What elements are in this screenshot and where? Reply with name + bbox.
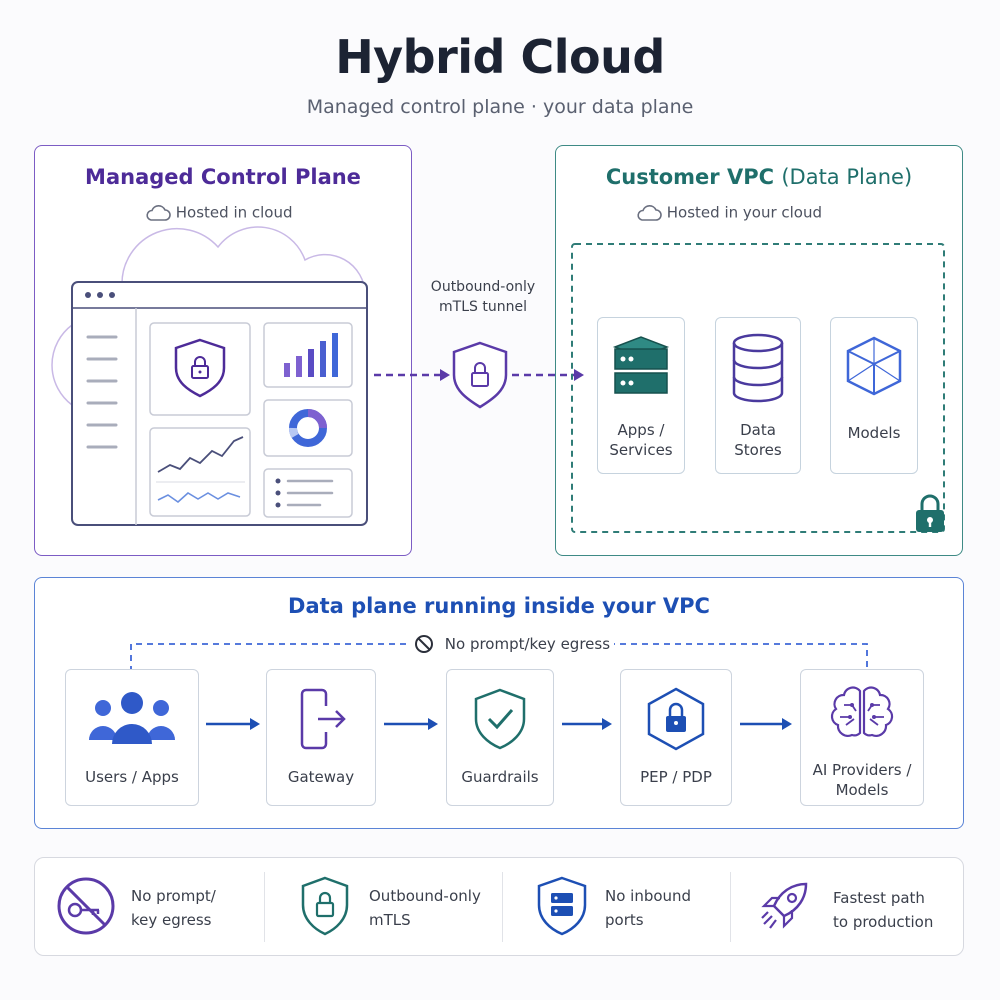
shield-lock-icon xyxy=(301,876,349,936)
feature-mtls-label: Outbound-only mTLS xyxy=(369,887,481,929)
models-label: Models xyxy=(847,424,901,442)
tunnel-label-line2: mTLS tunnel xyxy=(439,299,527,315)
users-icon xyxy=(89,692,175,744)
shield-check-icon xyxy=(474,688,526,750)
ai-providers-label: AI Providers / Models xyxy=(812,761,912,799)
tunnel-label: Outbound-only mTLS tunnel xyxy=(418,277,548,317)
donut-chart-icon xyxy=(289,409,327,447)
ai-providers-card xyxy=(800,669,924,806)
users-apps-label: Users / Apps xyxy=(85,768,179,786)
mtls-tunnel-connector xyxy=(374,341,584,409)
rocket-icon xyxy=(761,882,808,929)
gateway-card xyxy=(266,669,376,806)
egress-note: No prompt/key egress xyxy=(410,634,615,654)
cloud-icon xyxy=(146,204,171,221)
feature-divider xyxy=(730,872,731,942)
bar-chart-icon xyxy=(284,333,338,377)
tunnel-label-line1: Outbound-only xyxy=(430,279,536,295)
vpc-boundary xyxy=(571,243,945,533)
feature-no-inbound-label: No inbound ports xyxy=(605,887,692,929)
apps-services-label: Apps / Services xyxy=(609,421,673,459)
customer-vpc-hosted: Hosted in your cloud xyxy=(636,203,822,222)
control-plane-hosted-label: Hosted in cloud xyxy=(175,203,293,222)
no-key-icon xyxy=(57,877,115,935)
dashboard-illustration xyxy=(51,226,368,526)
list-icon xyxy=(275,478,281,508)
feature-fastest-path-label: Fastest path to production xyxy=(833,889,934,931)
shield-lock-icon xyxy=(174,338,226,398)
page-subtitle: Managed control plane · your data plane xyxy=(306,96,694,118)
hexagon-lock-icon xyxy=(647,687,705,751)
customer-vpc-heading-main: Customer VPC xyxy=(605,165,775,189)
pep-pdp-card xyxy=(620,669,732,806)
pep-pdp-label: PEP / PDP xyxy=(640,768,712,786)
egress-note-label: No prompt/key egress xyxy=(444,635,611,653)
page-title: Hybrid Cloud xyxy=(335,30,665,84)
feature-divider xyxy=(264,872,265,942)
feature-no-egress-label: No prompt/ key egress xyxy=(131,887,216,929)
brain-icon xyxy=(830,686,894,737)
gateway-label: Gateway xyxy=(287,768,355,786)
tunnel-shield-lock-icon xyxy=(452,341,508,409)
database-icon xyxy=(732,333,784,403)
vpc-lock-icon xyxy=(916,494,944,532)
gateway-door-icon xyxy=(300,688,346,750)
line-chart-blue xyxy=(157,492,241,504)
data-stores-label: Data Stores xyxy=(734,421,782,459)
control-plane-hosted: Hosted in cloud xyxy=(145,203,293,222)
prohibited-icon xyxy=(415,635,433,653)
flow-arrows xyxy=(206,718,792,730)
shield-server-icon xyxy=(537,876,587,936)
feature-divider xyxy=(502,872,503,942)
features-panel xyxy=(34,857,964,956)
control-plane-heading: Managed Control Plane xyxy=(85,165,361,189)
guardrails-label: Guardrails xyxy=(461,768,539,786)
flow-heading: Data plane running inside your VPC xyxy=(288,594,710,618)
guardrails-card xyxy=(446,669,554,806)
customer-vpc-heading: Customer VPC (Data Plane) xyxy=(555,165,963,189)
cube-icon xyxy=(846,336,902,396)
line-chart-dark xyxy=(157,436,244,473)
data-stores-card xyxy=(715,317,801,474)
customer-vpc-hosted-label: Hosted in your cloud xyxy=(666,203,823,222)
customer-vpc-heading-light: (Data Plane) xyxy=(781,165,913,189)
server-stack-icon xyxy=(612,336,670,394)
cloud-icon xyxy=(637,204,662,221)
